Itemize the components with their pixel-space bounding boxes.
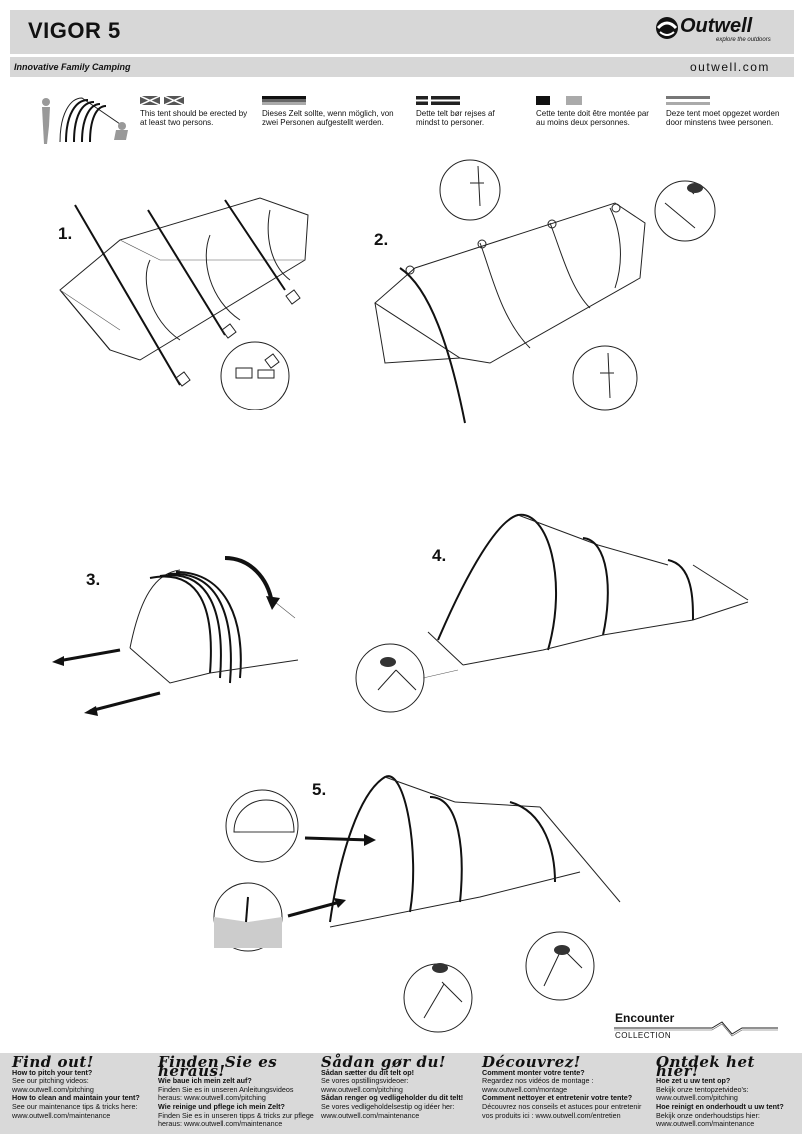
logo-tagline: explore the outdoors: [716, 37, 771, 43]
step-3-label: 3.: [86, 570, 101, 589]
footer-heading: Find out!: [12, 1053, 94, 1071]
product-title: VIGOR 5: [28, 18, 121, 43]
footer-link[interactable]: www.outwell.com/pitching: [12, 1084, 94, 1094]
flag-fr-icon: [536, 96, 582, 105]
footer-heading: Sådan gør du!: [321, 1053, 446, 1071]
website-link[interactable]: outwell.com: [690, 60, 770, 74]
step-2-illustration: [374, 159, 716, 424]
collection-label: COLLECTION: [615, 1031, 672, 1040]
logo-wordmark: Outwell: [680, 15, 753, 37]
footer-answer: See our pitching videos:: [12, 1076, 89, 1086]
flag-de-icon: [262, 96, 306, 105]
flag-nl-icon: [666, 96, 710, 105]
footer-link[interactable]: www.outwell.com/maintenance: [656, 1119, 755, 1129]
instruction-fr: Cette tente doit être montée par au moin…: [536, 109, 649, 127]
footer-question: Hoe reinigt en onderhoudt u uw tent?: [656, 1101, 784, 1111]
footer-link[interactable]: www.outwell.com/maintenance: [12, 1110, 111, 1120]
footer-question: Sådan renger og vedligeholder du dit tel…: [321, 1093, 464, 1103]
instruction-da: Dette telt bør rejses af mindst to perso…: [416, 109, 495, 127]
instruction-nl: Deze tent moet opgezet worden door minst…: [666, 109, 780, 127]
footer-col-en: Find out! How to pitch your tent? See ou…: [12, 1053, 158, 1120]
footer-col-fr: Découvrez! Comment monter votre tente? R…: [482, 1053, 647, 1120]
step-1-illustration: [59, 197, 309, 410]
collection-name: Encounter: [615, 1011, 675, 1025]
instruction-de: Dieses Zelt sollte, wenn möglich, von zw…: [262, 109, 394, 127]
footer-question: Wie reinige und pflege ich mein Zelt?: [158, 1101, 285, 1111]
footer-question: Wie baue ich mein zelt auf?: [158, 1076, 252, 1086]
step-3-illustration: [52, 556, 299, 716]
step-5-illustration: [213, 775, 621, 1033]
footer-col-de: Finden Sie es heraus! Wie baue ich mein …: [158, 1053, 314, 1129]
step-5-label: 5.: [312, 780, 327, 799]
footer-link[interactable]: www.outwell.com/maintenance: [321, 1110, 420, 1120]
subtitle-bar: [10, 57, 794, 77]
footer-link[interactable]: www.outwell.com/montage: [482, 1084, 568, 1094]
footer-question: How to pitch your tent?: [12, 1067, 93, 1077]
step-2-label: 2.: [374, 230, 389, 249]
flag-dk-icon: [416, 96, 460, 105]
footer-answer: Bekijk onze onderhoudstips hier:: [656, 1110, 760, 1120]
footer-answer: Se vores vedligeholdelsestip og idéer he…: [321, 1101, 455, 1111]
footer-question: Hoe zet u uw tent op?: [656, 1076, 731, 1086]
footer-question: Sådan sætter du dit telt op!: [321, 1067, 415, 1077]
footer-question: How to clean and maintain your tent?: [12, 1093, 140, 1103]
footer-question: Comment monter votre tente?: [482, 1067, 585, 1077]
outwell-logo: [656, 17, 678, 39]
subtitle: Innovative Family Camping: [14, 62, 131, 72]
footer-link[interactable]: www.outwell.com/pitching: [656, 1093, 738, 1103]
footer-answer: Découvrez nos conseils et astuces pour e…: [482, 1101, 642, 1120]
footer-answer: Finden Sie es in unseren Anleitungsvideo…: [158, 1084, 294, 1103]
encounter-collection-logo: [614, 1021, 778, 1037]
step-4-illustration: [355, 513, 749, 713]
footer-heading: Ontdek het hier!: [656, 1053, 755, 1080]
footer-heading: Finden Sie es heraus!: [158, 1053, 278, 1080]
footer-col-nl: Ontdek het hier! Hoe zet u uw tent op? B…: [656, 1053, 796, 1129]
footer-col-da: Sådan gør du! Sådan sætter du dit telt o…: [321, 1053, 477, 1120]
footer-answer: Bekijk onze tentopzetvideo's:: [656, 1084, 749, 1094]
step-4-label: 4.: [432, 546, 447, 565]
footer-bar: [0, 1053, 802, 1134]
footer-answer: Finden Sie es in unseren tipps & tricks …: [158, 1110, 314, 1129]
footer-answer: Se vores opstillingsvideoer:: [321, 1076, 409, 1086]
instruction-en: This tent should be erected by at least …: [140, 109, 248, 127]
footer-link[interactable]: www.outwell.com/pitching: [321, 1084, 403, 1094]
step-1-label: 1.: [58, 224, 73, 243]
footer-question: Comment nettoyer et entretenir votre ten…: [482, 1093, 633, 1103]
flag-uk-de-icon: [140, 96, 184, 105]
footer-answer: See our maintenance tips & tricks here:: [12, 1101, 138, 1111]
two-persons-icon: [42, 97, 128, 144]
footer-heading: Découvrez!: [482, 1053, 581, 1071]
footer-answer: Regardez nos vidéos de montage :: [482, 1076, 594, 1086]
